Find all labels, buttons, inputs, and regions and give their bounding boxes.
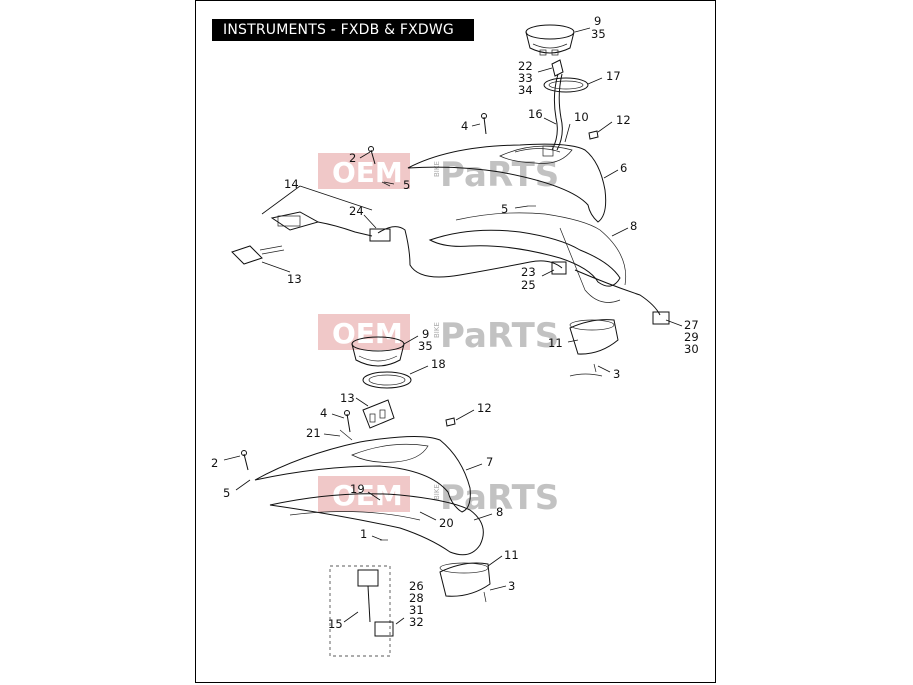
diagram-frame — [195, 0, 716, 683]
bulb-socket-top — [551, 59, 564, 77]
callout-23: 23 — [521, 265, 536, 279]
diagram-title: INSTRUMENTS - FXDB & FXDWG — [212, 19, 474, 41]
callout-5-top: 5 — [403, 178, 410, 192]
gasket-ring-bottom — [362, 371, 412, 389]
callout-16: 16 — [528, 107, 543, 121]
cup-housing-top — [569, 319, 619, 355]
svg-text:OEM: OEM — [332, 156, 403, 189]
callout-13-bottom: 13 — [340, 391, 355, 405]
callout-32: 32 — [409, 615, 424, 629]
callout-3-top: 3 — [613, 367, 620, 381]
callout-15: 15 — [328, 617, 343, 631]
callout-1: 1 — [360, 527, 367, 541]
callout-5-mid: 5 — [501, 202, 508, 216]
callout-3-bottom: 3 — [508, 579, 515, 593]
console-base-bottom — [269, 493, 484, 556]
callout-9-top: 9 — [594, 14, 601, 28]
callout-7: 7 — [486, 455, 493, 469]
wire-harness-top — [551, 73, 563, 151]
callout-2-bottom: 2 — [211, 456, 218, 470]
cup-housing-bottom — [439, 562, 491, 597]
callout-11-top: 11 — [548, 336, 563, 350]
callout-8-bottom: 8 — [496, 505, 503, 519]
callout-6: 6 — [620, 161, 627, 175]
svg-text:OEM: OEM — [332, 479, 403, 512]
callout-24: 24 — [349, 204, 364, 218]
lamp-block-bottom — [362, 399, 395, 429]
callout-31: 31 — [409, 603, 424, 617]
connector-wire-top — [377, 226, 670, 325]
callout-34: 34 — [518, 83, 533, 97]
callout-17: 17 — [606, 69, 621, 83]
callout-8-top: 8 — [630, 219, 637, 233]
svg-text:PaRTS: PaRTS — [440, 316, 559, 356]
callout-18: 18 — [431, 357, 446, 371]
callout-35-top: 35 — [591, 27, 606, 41]
leader-lines — [223, 27, 683, 625]
callout-10: 10 — [574, 110, 589, 124]
callout-20: 20 — [439, 516, 454, 530]
callout-12-bottom: 12 — [477, 401, 492, 415]
svg-text:OEM: OEM — [332, 317, 403, 350]
svg-text:BIKE: BIKE — [433, 161, 441, 177]
console-bottom — [254, 435, 471, 513]
console-base-top — [428, 212, 627, 303]
callout-14: 14 — [284, 177, 299, 191]
callout-11-bottom: 11 — [504, 548, 519, 562]
screws-top — [368, 113, 603, 377]
callout-4-bottom: 4 — [320, 406, 327, 420]
screws-bottom — [241, 410, 487, 603]
gasket-ring-top — [543, 77, 589, 93]
svg-text:PaRTS: PaRTS — [440, 155, 559, 195]
speedometer-top — [525, 24, 575, 56]
callout-33: 33 — [518, 71, 533, 85]
callout-26: 26 — [409, 579, 424, 593]
callout-12-top: 12 — [616, 113, 631, 127]
watermark-middle: OEM BIKE PaRTS — [318, 314, 559, 356]
callout-28: 28 — [409, 591, 424, 605]
callout-30: 30 — [684, 342, 699, 356]
callout-35-bottom: 35 — [418, 339, 433, 353]
console-top — [407, 143, 607, 223]
svg-text:BIKE: BIKE — [433, 484, 441, 500]
callout-29: 29 — [684, 330, 699, 344]
callout-9-bottom: 9 — [422, 327, 429, 341]
callout-4-top: 4 — [461, 119, 468, 133]
indicator-module-top — [270, 211, 391, 242]
callout-22: 22 — [518, 59, 533, 73]
svg-text:BIKE: BIKE — [433, 322, 441, 338]
harness-bottom — [329, 565, 394, 657]
callout-19: 19 — [350, 482, 365, 496]
callout-21: 21 — [306, 426, 321, 440]
callout-5-bottom: 5 — [223, 486, 230, 500]
svg-text:PaRTS: PaRTS — [440, 478, 559, 518]
callout-27: 27 — [684, 318, 699, 332]
lamp-assembly-top — [231, 245, 285, 265]
callout-labels: 9 35 22 33 34 17 16 10 4 12 2 14 5 6 5 2… — [211, 14, 699, 631]
callout-13-top: 13 — [287, 272, 302, 286]
callout-25: 25 — [521, 278, 536, 292]
callout-2-top: 2 — [349, 151, 356, 165]
